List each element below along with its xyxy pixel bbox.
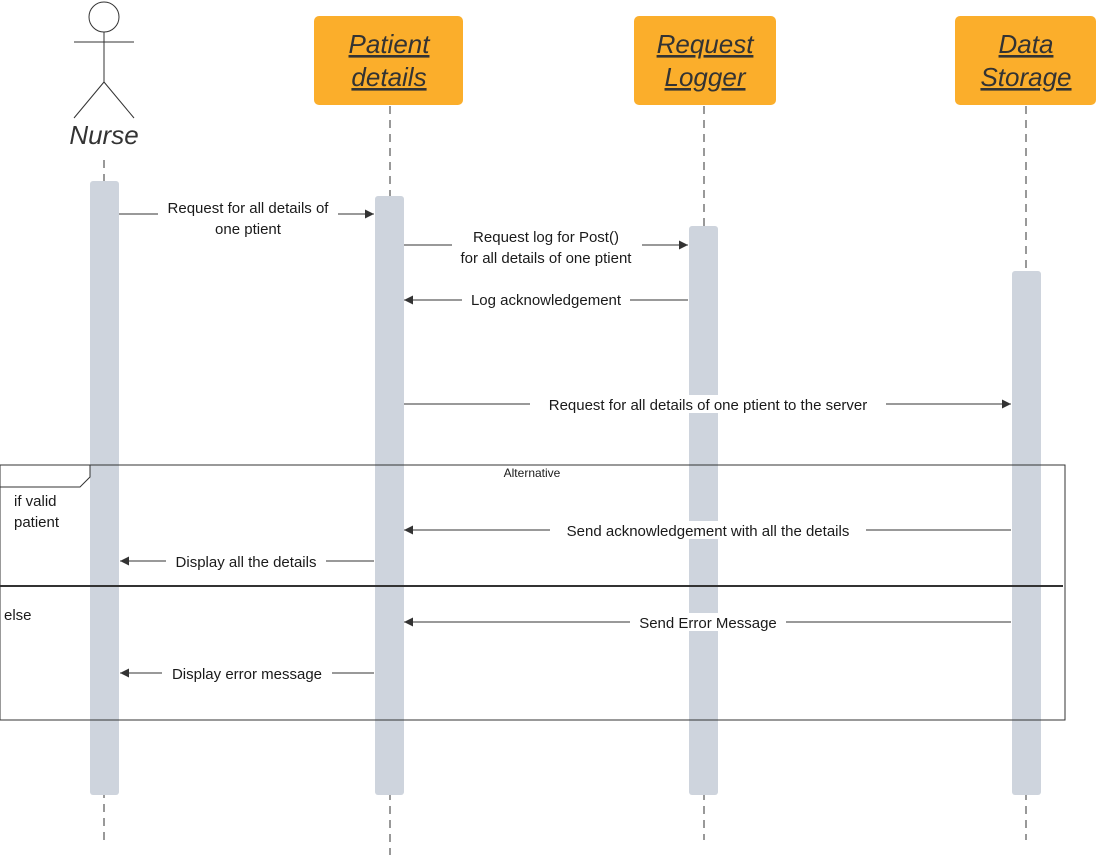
alt-guard-line1: if valid	[14, 493, 57, 510]
message-label-line1: Request for all details of	[168, 200, 330, 217]
message-label: Request for all details of one ptient to…	[549, 397, 868, 414]
message-label-line2: for all details of one ptient	[461, 250, 633, 267]
nurse-activation-bar	[90, 181, 119, 795]
message-label-line1: Request log for Post()	[473, 229, 619, 246]
participant-patient-details: Patient details	[314, 16, 463, 105]
message-label-background	[162, 664, 332, 682]
message-label-line2: one ptient	[215, 221, 282, 238]
message-request-log: Request log for Post() for all details o…	[404, 226, 688, 268]
message-label-background	[462, 291, 630, 309]
message-display-all-details: Display all the details	[120, 552, 374, 571]
alt-fragment: Alternative if valid patient else	[0, 464, 1066, 721]
participant-data-storage: Data Storage	[955, 16, 1096, 105]
message-label: Send acknowledgement with all the detail…	[567, 523, 850, 540]
message-send-acknowledgement: Send acknowledgement with all the detail…	[404, 521, 1011, 540]
message-label: Send Error Message	[639, 615, 777, 632]
message-label-background	[530, 395, 886, 413]
actor-left-leg	[73, 81, 105, 119]
actor-label: Nurse	[69, 120, 138, 150]
message-send-error: Send Error Message	[404, 613, 1011, 632]
message-label: Log acknowledgement	[471, 292, 622, 309]
actor-head	[88, 1, 120, 33]
alt-fragment-frame	[0, 464, 1066, 721]
alt-fragment-title: Alternative	[504, 466, 561, 480]
nurse-actor: Nurse	[69, 1, 139, 150]
message-request-to-server: Request for all details of one ptient to…	[404, 395, 1011, 414]
participant-label-line2: Logger	[665, 62, 747, 92]
else-label: else	[4, 607, 32, 624]
message-label-background	[452, 226, 642, 268]
message-label: Display error message	[172, 666, 322, 683]
participant-box	[314, 16, 463, 105]
message-label-background	[550, 521, 866, 539]
message-label-background	[630, 613, 786, 631]
participant-request-logger: Request Logger	[634, 16, 776, 105]
data-storage-activation-bar	[1012, 271, 1041, 795]
participant-label-line1: Patient	[349, 29, 432, 59]
patient-details-activation-bar	[375, 196, 404, 795]
message-display-error: Display error message	[120, 664, 374, 683]
message-log-acknowledgement: Log acknowledgement	[404, 291, 688, 309]
request-logger-activation-bar	[689, 226, 718, 795]
message-label-background	[166, 552, 326, 570]
participant-box	[634, 16, 776, 105]
participant-label-line1: Data	[999, 29, 1054, 59]
alt-fragment-tab	[0, 465, 91, 488]
participant-box	[955, 16, 1096, 105]
participant-label-line1: Request	[657, 29, 756, 59]
message-request-all-details: Request for all details of one ptient	[119, 198, 374, 238]
participant-label-line2: details	[351, 62, 426, 92]
actor-right-leg	[103, 81, 135, 119]
message-label-background	[158, 198, 338, 238]
alt-guard-line2: patient	[14, 514, 60, 531]
participant-label-line2: Storage	[980, 62, 1071, 92]
message-label: Display all the details	[176, 554, 317, 571]
